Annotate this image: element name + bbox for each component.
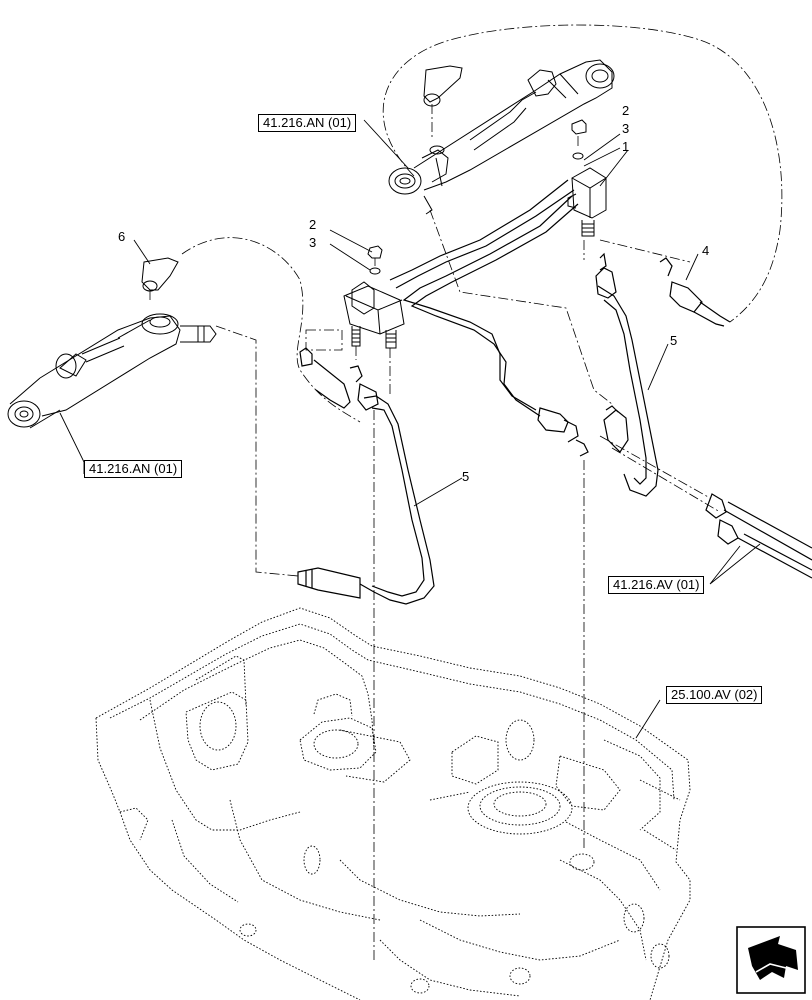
leader-lines <box>59 119 761 739</box>
ref-box-hoses-right[interactable]: 41.216.AV (01) <box>608 576 705 594</box>
callout-pin-left: 6 <box>118 229 126 244</box>
valve-block-top <box>567 119 607 237</box>
callout-hose-mid: 5 <box>462 469 470 484</box>
ref-box-cylinder-left[interactable]: 41.216.AN (01) <box>84 460 183 478</box>
lift-cylinder-top <box>388 59 615 215</box>
callout-block-top: 1 <box>622 139 630 154</box>
hydraulic-lines <box>297 179 812 605</box>
callout-hose-right: 5 <box>670 333 678 348</box>
next-arrow-icon[interactable] <box>736 926 806 994</box>
ref-box-cylinder-top[interactable]: 41.216.AN (01) <box>258 114 357 132</box>
mounting-bracket <box>343 245 405 349</box>
callout-bolt-mid: 2 <box>309 217 317 232</box>
transmission-housing <box>95 607 691 1000</box>
callout-washer-top: 3 <box>622 121 630 136</box>
callout-washer-mid: 3 <box>309 235 317 250</box>
lift-cylinder-left <box>7 257 217 429</box>
reference-lines <box>149 24 783 960</box>
ref-box-housing[interactable]: 25.100.AV (02) <box>666 686 763 704</box>
callout-fitting-right: 4 <box>702 243 710 258</box>
callout-bolt-top: 2 <box>622 103 630 118</box>
